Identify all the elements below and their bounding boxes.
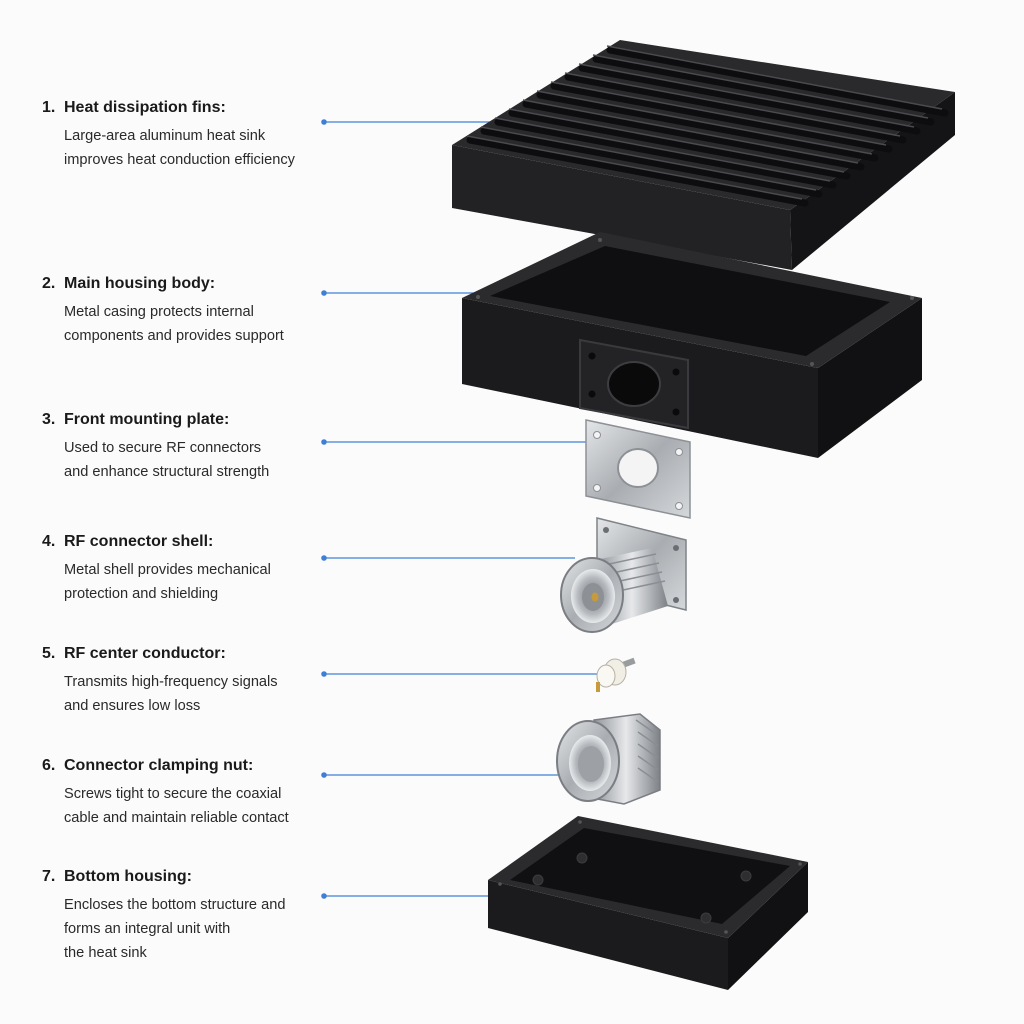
leader-dot-1 [321, 119, 327, 125]
part-title-text: Front mounting plate: [64, 411, 230, 428]
part-title: 7. Bottom housing: [42, 867, 342, 887]
part-label-6: 6. Connector clamping nut: Screws tight t… [42, 756, 342, 830]
leader-dot-6 [321, 772, 327, 778]
part-number: 1. [42, 99, 56, 116]
heat-sink-fins [452, 40, 955, 270]
part-desc-line: components and provides support [64, 328, 284, 344]
leader-dot-3 [321, 439, 327, 445]
part-desc-line: and ensures low loss [64, 698, 201, 714]
part-number: 7. [42, 868, 56, 885]
part-number: 6. [42, 757, 56, 774]
part-number: 3. [42, 411, 56, 428]
part-title-text: Main housing body: [64, 275, 216, 292]
part-title-text: RF connector shell: [64, 533, 214, 550]
part-title: 3. Front mounting plate: [42, 410, 342, 430]
leader-dot-2 [321, 290, 327, 296]
part-label-1: 1. Heat dissipation fins: Large-area alum… [42, 98, 342, 172]
leader-dot-7 [321, 893, 327, 899]
part-desc-line: Metal shell provides mechanical [64, 562, 271, 578]
part-label-2: 2. Main housing body: Metal casing protec… [42, 274, 342, 348]
part-label-3: 3. Front mounting plate: Used to secure R… [42, 410, 342, 484]
part-label-5: 5. RF center conductor: Transmits high-fr… [42, 644, 342, 718]
rf-center-conductor [596, 657, 636, 692]
part-title: 2. Main housing body: [42, 274, 342, 294]
leader-dot-5 [321, 671, 327, 677]
part-desc-line: protection and shielding [64, 586, 219, 602]
part-label-7: 7. Bottom housing: Encloses the bottom st… [42, 867, 342, 965]
leader-dot-4 [321, 555, 327, 561]
rf-connector-shell [560, 517, 687, 633]
part-desc-line: the heat sink [64, 945, 147, 961]
part-label-4: 4. RF connector shell: Metal shell provid… [42, 532, 342, 606]
front-mounting-plate [585, 419, 691, 519]
part-title-text: Bottom housing: [64, 868, 192, 885]
part-title-text: Connector clamping nut: [64, 757, 254, 774]
part-desc-line: cable and maintain reliable contact [64, 810, 289, 826]
part-desc-line: Metal casing protects internal [64, 304, 254, 320]
part-title: 1. Heat dissipation fins: [42, 98, 342, 118]
part-desc-line: and enhance structural strength [64, 464, 270, 480]
part-title: 6. Connector clamping nut: [42, 756, 342, 776]
part-desc-line: Encloses the bottom structure and [64, 897, 286, 913]
part-desc-line: Used to secure RF connectors [64, 440, 262, 456]
part-desc-line: forms an integral unit with [64, 921, 231, 937]
main-housing-body [462, 232, 922, 458]
part-desc-line: improves heat conduction efficiency [64, 152, 295, 168]
bottom-housing [488, 816, 808, 990]
part-title: 5. RF center conductor: [42, 644, 342, 664]
part-number: 4. [42, 533, 56, 550]
part-desc-line: Screws tight to secure the coaxial [64, 786, 282, 802]
part-desc-line: Transmits high-frequency signals [64, 674, 278, 690]
part-title-text: Heat dissipation fins: [64, 99, 226, 116]
part-desc-line: Large-area aluminum heat sink [64, 128, 266, 144]
part-title: 4. RF connector shell: [42, 532, 342, 552]
connector-clamping-nut [556, 713, 661, 805]
part-number: 5. [42, 645, 56, 662]
part-title-text: RF center conductor: [64, 645, 226, 662]
part-number: 2. [42, 275, 56, 292]
